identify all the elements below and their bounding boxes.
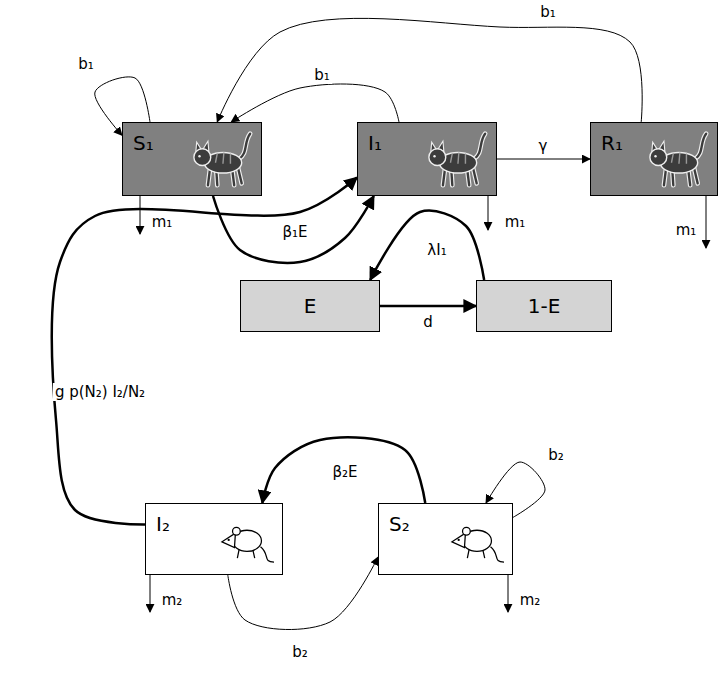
mortality-label: m₂ <box>160 591 185 609</box>
flow-arrow <box>231 84 399 122</box>
rate-label: γ <box>537 137 550 155</box>
rate-label: g p(N₂) I₂/N₂ <box>53 383 147 401</box>
rat-icon <box>452 527 504 562</box>
compartment-box: S₂ <box>378 503 513 575</box>
mortality-label: m₁ <box>150 213 175 231</box>
rat-icon <box>448 510 506 564</box>
cat-icon <box>429 134 485 186</box>
rate-label: d <box>421 313 435 331</box>
compartment-box: R₁ <box>590 122 718 196</box>
compartment-box: S₁ <box>122 122 262 196</box>
rat-icon <box>222 527 274 562</box>
flow-arrow <box>370 211 484 280</box>
flow-arrow <box>380 305 476 308</box>
compartment-label: S₁ <box>133 131 154 155</box>
compartment-label: I₂ <box>156 512 170 536</box>
compartment-label: I₁ <box>368 131 382 155</box>
rate-label: β₂E <box>330 463 359 481</box>
compartment-label: R₁ <box>601 131 623 155</box>
cat-icon <box>189 129 255 189</box>
mortality-arrow <box>706 196 707 248</box>
mortality-label: m₁ <box>674 221 699 239</box>
compartment-box: I₂ <box>145 503 283 575</box>
cat-icon <box>645 129 711 189</box>
compartment-label: S₂ <box>389 512 410 536</box>
rat-icon <box>218 510 276 564</box>
cat-icon <box>650 134 706 186</box>
connectors <box>52 18 642 629</box>
rate-label: b₂ <box>290 643 310 661</box>
flow-arrow <box>262 437 425 503</box>
mortality-label: m₁ <box>503 213 528 231</box>
rate-label: β₁E <box>280 223 309 241</box>
compartment-box: I₁ <box>357 122 497 196</box>
mortality-arrow <box>150 575 151 612</box>
environment-box: E <box>240 280 380 332</box>
cat-icon <box>194 134 250 186</box>
rate-label: λI₁ <box>425 241 448 259</box>
compartment-label: E <box>304 294 317 318</box>
flow-arrow <box>217 18 642 122</box>
rate-label: b₁ <box>76 55 96 73</box>
mortality-arrow <box>508 575 509 612</box>
rate-label: b₂ <box>546 446 566 464</box>
flow-arrow <box>497 159 590 160</box>
mortality-arrows <box>140 196 706 612</box>
cat-icon <box>424 129 490 189</box>
flow-arrow <box>213 196 374 263</box>
environment-box: 1-E <box>476 280 612 332</box>
rate-label: b₁ <box>312 66 332 84</box>
mortality-arrow <box>488 196 489 230</box>
mortality-arrow <box>140 196 141 234</box>
compartment-label: 1-E <box>528 294 561 318</box>
rate-label: b₁ <box>538 3 558 21</box>
mortality-label: m₂ <box>518 591 543 609</box>
flow-arrow <box>52 178 357 525</box>
